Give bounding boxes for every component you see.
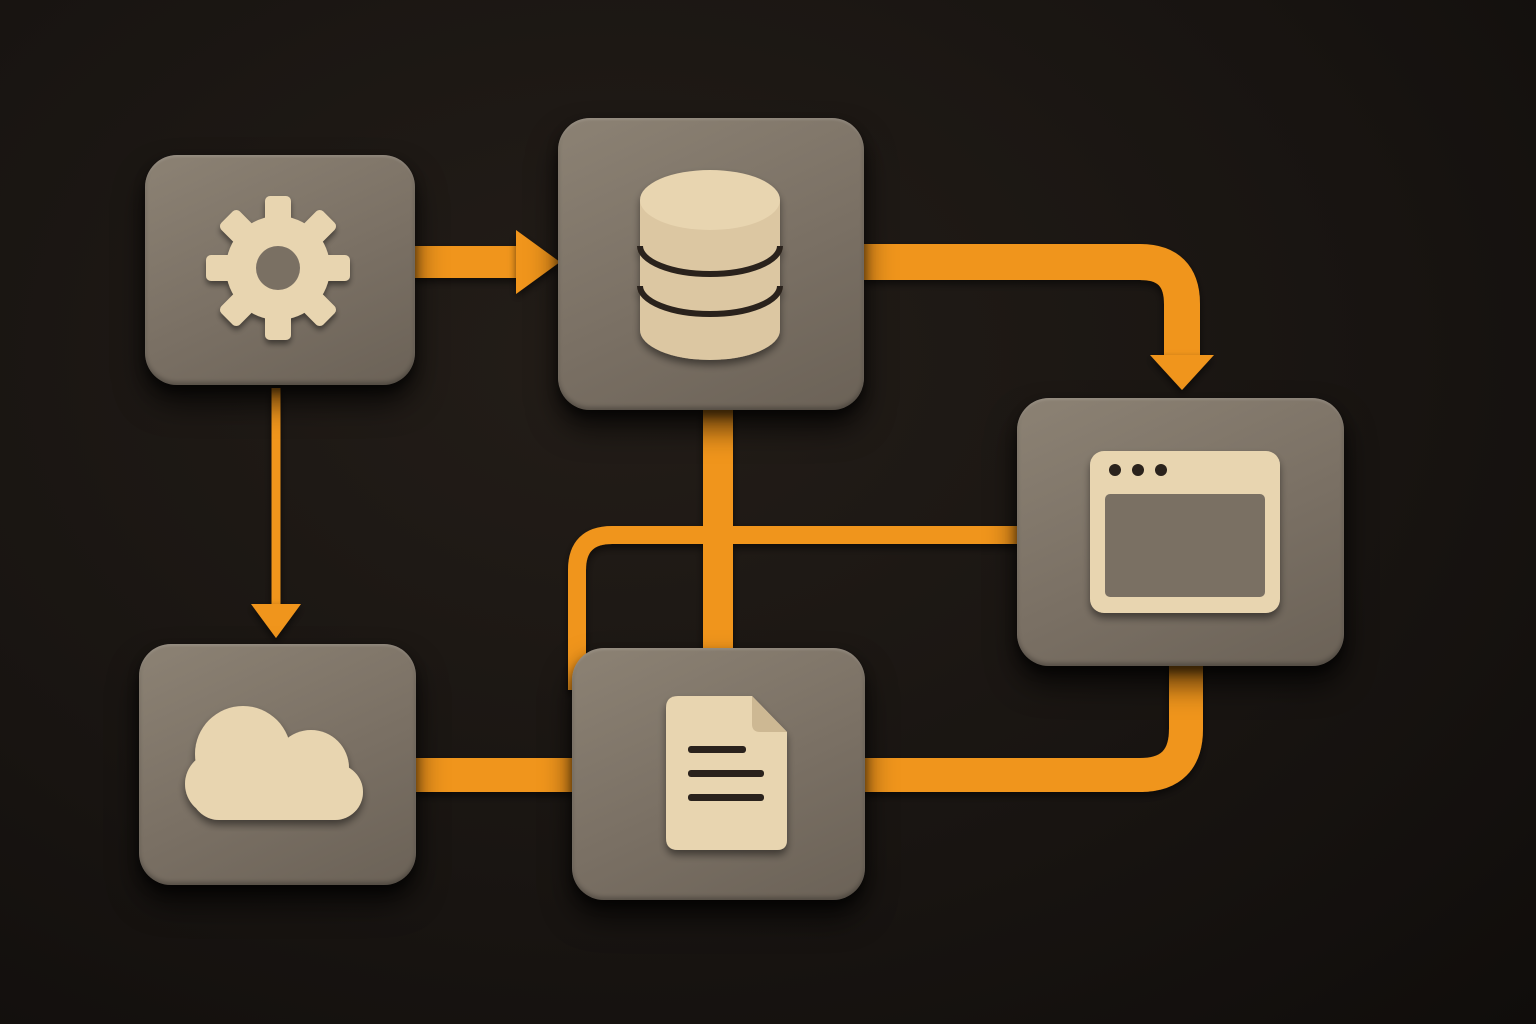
window-dot-icon [1155, 464, 1167, 476]
arrowhead-settings-database [516, 230, 560, 294]
edge-document-browser [862, 664, 1203, 792]
settings-node[interactable] [145, 155, 415, 385]
cloud-node[interactable] [139, 644, 416, 885]
document-icon [666, 696, 787, 850]
browser-window-icon [1090, 451, 1280, 613]
edge-database-browser [862, 244, 1200, 360]
cloud-icon [185, 706, 363, 820]
database-node[interactable] [558, 118, 864, 410]
document-node[interactable] [572, 648, 865, 900]
window-dot-icon [1109, 464, 1121, 476]
arrowhead-database-browser [1150, 355, 1214, 390]
browser-node[interactable] [1017, 398, 1344, 666]
gear-icon [206, 196, 350, 340]
edge-browser-document-loop [568, 526, 1020, 690]
window-dot-icon [1132, 464, 1144, 476]
arrowhead-settings-cloud [251, 604, 301, 638]
database-icon [637, 170, 783, 360]
